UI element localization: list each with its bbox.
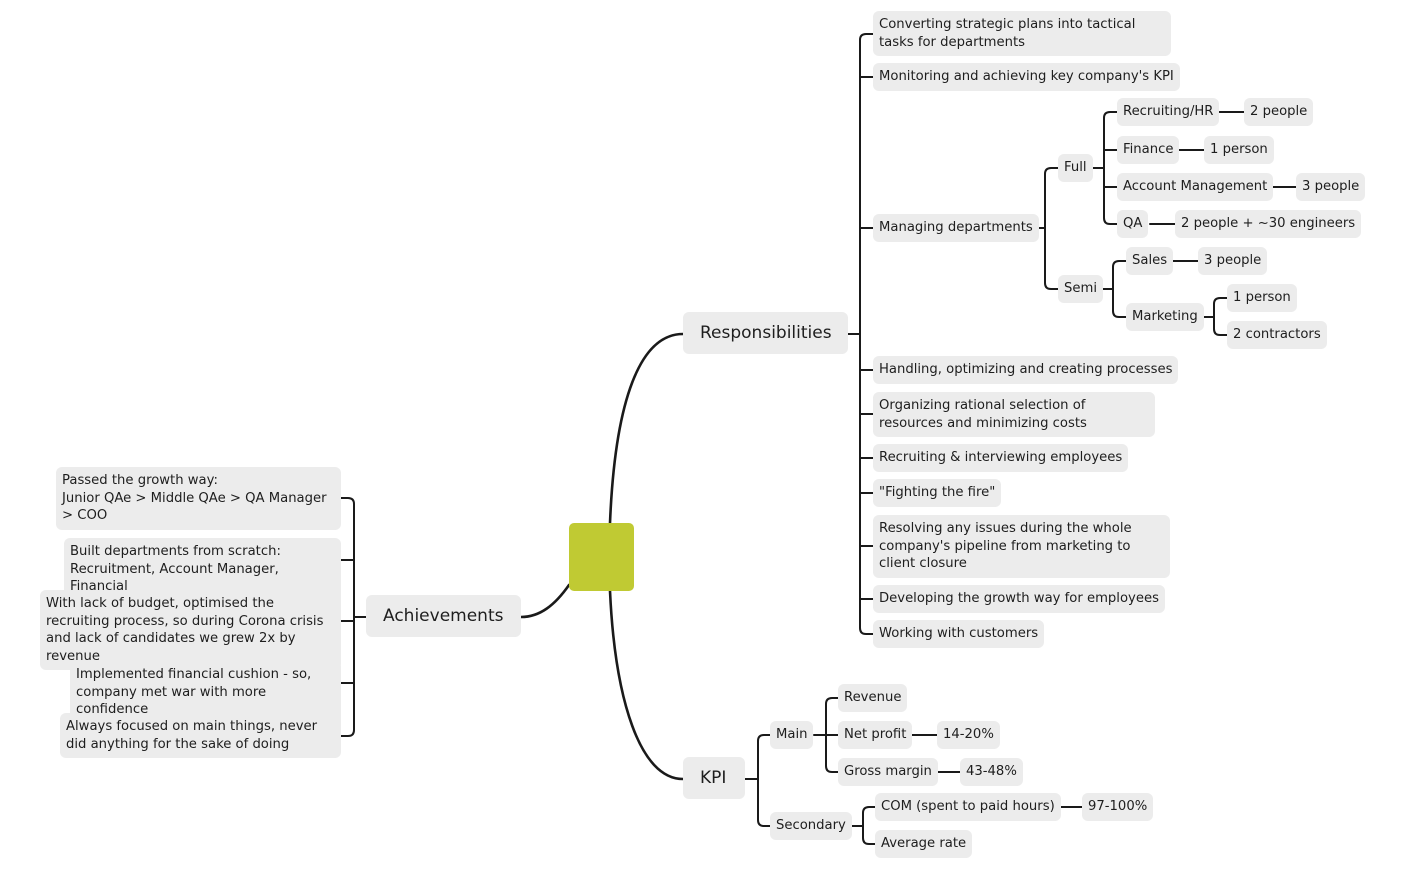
achievement-item[interactable]: Always focused on main things, never did… <box>60 713 341 758</box>
kpi-value[interactable]: 97-100% <box>1082 793 1154 821</box>
department-group-full[interactable]: Full <box>1058 154 1093 182</box>
achievement-item[interactable]: With lack of budget, optimised the recru… <box>40 590 341 670</box>
kpi-net-profit[interactable]: Net profit <box>838 721 913 749</box>
kpi-main[interactable]: Main <box>770 721 814 749</box>
department-account-management[interactable]: Account Management <box>1117 173 1274 201</box>
department-sales[interactable]: Sales <box>1126 247 1174 275</box>
department-size[interactable]: 3 people <box>1296 173 1366 201</box>
department-qa[interactable]: QA <box>1117 210 1149 238</box>
responsibility-item[interactable]: Handling, optimizing and creating proces… <box>873 356 1179 384</box>
kpi-secondary[interactable]: Secondary <box>770 812 852 840</box>
department-size[interactable]: 1 person <box>1227 284 1297 312</box>
achievements-branch[interactable]: Achievements <box>366 595 521 637</box>
kpi-revenue[interactable]: Revenue <box>838 684 908 712</box>
responsibility-item[interactable]: Working with customers <box>873 620 1045 648</box>
kpi-branch[interactable]: KPI <box>683 757 745 799</box>
department-marketing[interactable]: Marketing <box>1126 303 1204 331</box>
responsibility-item[interactable]: Organizing rational selection of resourc… <box>873 392 1155 437</box>
responsibility-item[interactable]: Recruiting & interviewing employees <box>873 444 1129 472</box>
responsibility-item[interactable]: Converting strategic plans into tactical… <box>873 11 1171 56</box>
kpi-com[interactable]: COM (spent to paid hours) <box>875 793 1061 821</box>
achievement-item[interactable]: Passed the growth way: Junior QAe > Midd… <box>56 467 341 530</box>
responsibility-item-managing-departments[interactable]: Managing departments <box>873 214 1039 242</box>
department-finance[interactable]: Finance <box>1117 136 1180 164</box>
central-topic[interactable] <box>569 523 634 591</box>
kpi-value[interactable]: 14-20% <box>937 721 1000 749</box>
department-group-semi[interactable]: Semi <box>1058 275 1103 303</box>
responsibility-item[interactable]: Monitoring and achieving key company's K… <box>873 63 1180 91</box>
kpi-average-rate[interactable]: Average rate <box>875 830 973 858</box>
department-size[interactable]: 2 contractors <box>1227 321 1327 349</box>
responsibility-item[interactable]: "Fighting the fire" <box>873 479 1002 507</box>
responsibilities-branch[interactable]: Responsibilities <box>683 312 848 354</box>
kpi-value[interactable]: 43-48% <box>960 758 1023 786</box>
responsibility-item[interactable]: Developing the growth way for employees <box>873 585 1165 613</box>
department-recruiting-hr[interactable]: Recruiting/HR <box>1117 98 1220 126</box>
department-size[interactable]: 1 person <box>1204 136 1274 164</box>
responsibility-item[interactable]: Resolving any issues during the whole co… <box>873 515 1170 578</box>
department-size[interactable]: 2 people <box>1244 98 1314 126</box>
department-size[interactable]: 3 people <box>1198 247 1268 275</box>
kpi-gross-margin[interactable]: Gross margin <box>838 758 938 786</box>
department-size[interactable]: 2 people + ~30 engineers <box>1175 210 1362 238</box>
